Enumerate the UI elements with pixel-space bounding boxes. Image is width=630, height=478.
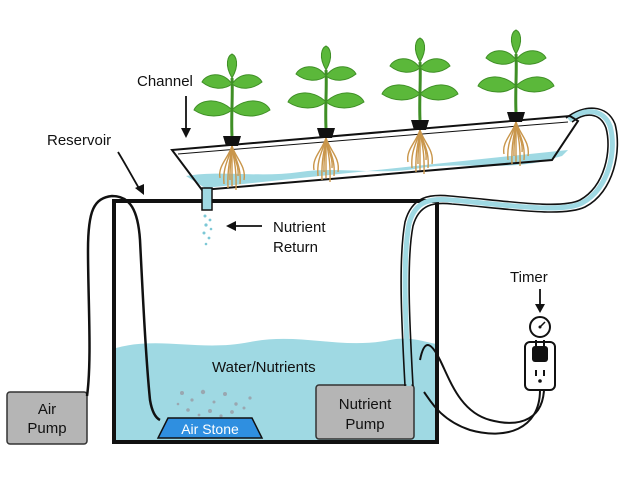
reservoir-label: Reservoir (47, 132, 111, 149)
plant-1-leaf (231, 74, 263, 89)
reservoir-tank (112, 199, 439, 444)
channel-trough (170, 114, 580, 192)
plant-3-leaf (419, 84, 459, 101)
plant-2-leaf (287, 92, 327, 109)
nutrient-return-drops (202, 214, 213, 246)
nutrient-return-spout (201, 187, 213, 211)
air-stone-label: Air Stone (181, 421, 239, 437)
air-tube (85, 194, 161, 422)
plant-4-stem (514, 53, 518, 113)
plant-3-leaf (419, 58, 451, 73)
air-pump-label-line2: Pump (27, 420, 66, 437)
plant-1-leaf (231, 100, 271, 117)
channel-water (186, 150, 568, 188)
plant-1-net-cup (223, 136, 241, 146)
plant-3 (381, 37, 459, 175)
nutrient-return-label-line2: Return (273, 239, 318, 256)
plant-3-stem (418, 61, 422, 121)
air-bubbles (176, 389, 252, 418)
plant-2-leaf (320, 45, 332, 72)
plant-3-leaf (389, 58, 421, 73)
air-stone (156, 417, 264, 439)
nutrient-pump-label-line1: Nutrient (339, 396, 392, 413)
channel-label: Channel (137, 73, 193, 90)
plant-1-leaf (201, 74, 233, 89)
plant-1-roots (218, 145, 246, 191)
plant-4-net-cup (507, 112, 525, 122)
plant-3-leaf (414, 37, 426, 64)
plant-4 (477, 29, 555, 167)
plant-2-leaf (325, 66, 357, 81)
plant-4-leaf (515, 76, 555, 93)
nutrient-pump-box (315, 384, 415, 440)
plant-4-leaf (510, 29, 522, 56)
timer-power-cord (419, 344, 546, 424)
plant-4-leaf (515, 50, 547, 65)
plant-1-leaf (226, 53, 238, 80)
nutrient-pump-label-line2: Pump (345, 416, 384, 433)
nutrient-return-label-line1: Nutrient (273, 219, 326, 236)
timer-power-cord-2 (423, 389, 541, 435)
channel-arrow (181, 96, 191, 138)
nutrient-return-arrow (226, 221, 262, 231)
outlet-icon (524, 340, 556, 391)
timer-label: Timer (510, 269, 548, 286)
timer-clock-icon (529, 316, 551, 338)
plant-2 (287, 45, 365, 183)
nutrient-supply-tube (400, 107, 619, 387)
reservoir-arrow (117, 151, 144, 195)
air-pump-box (6, 391, 88, 445)
plant-1-stem (230, 77, 234, 137)
nutrient-supply-tube-fill (402, 109, 615, 387)
timer-arrow (535, 289, 545, 313)
plant-2-stem (324, 69, 328, 129)
plant-4-leaf (485, 50, 517, 65)
plant-2-roots (312, 137, 340, 183)
air-pump-label-line1: Air (38, 401, 56, 418)
plant-2-leaf (295, 66, 327, 81)
plant-1-leaf (193, 100, 233, 117)
plants-group (193, 29, 555, 191)
plant-2-leaf (325, 92, 365, 109)
plant-1 (193, 53, 271, 191)
channel-inner-edge (177, 121, 569, 155)
plant-3-roots (406, 129, 434, 175)
plant-4-leaf (477, 76, 517, 93)
plant-3-leaf (381, 84, 421, 101)
water-nutrients-label: Water/Nutrients (212, 359, 316, 376)
plant-4-roots (502, 121, 530, 167)
plant-2-net-cup (317, 128, 335, 138)
plant-3-net-cup (411, 120, 429, 130)
